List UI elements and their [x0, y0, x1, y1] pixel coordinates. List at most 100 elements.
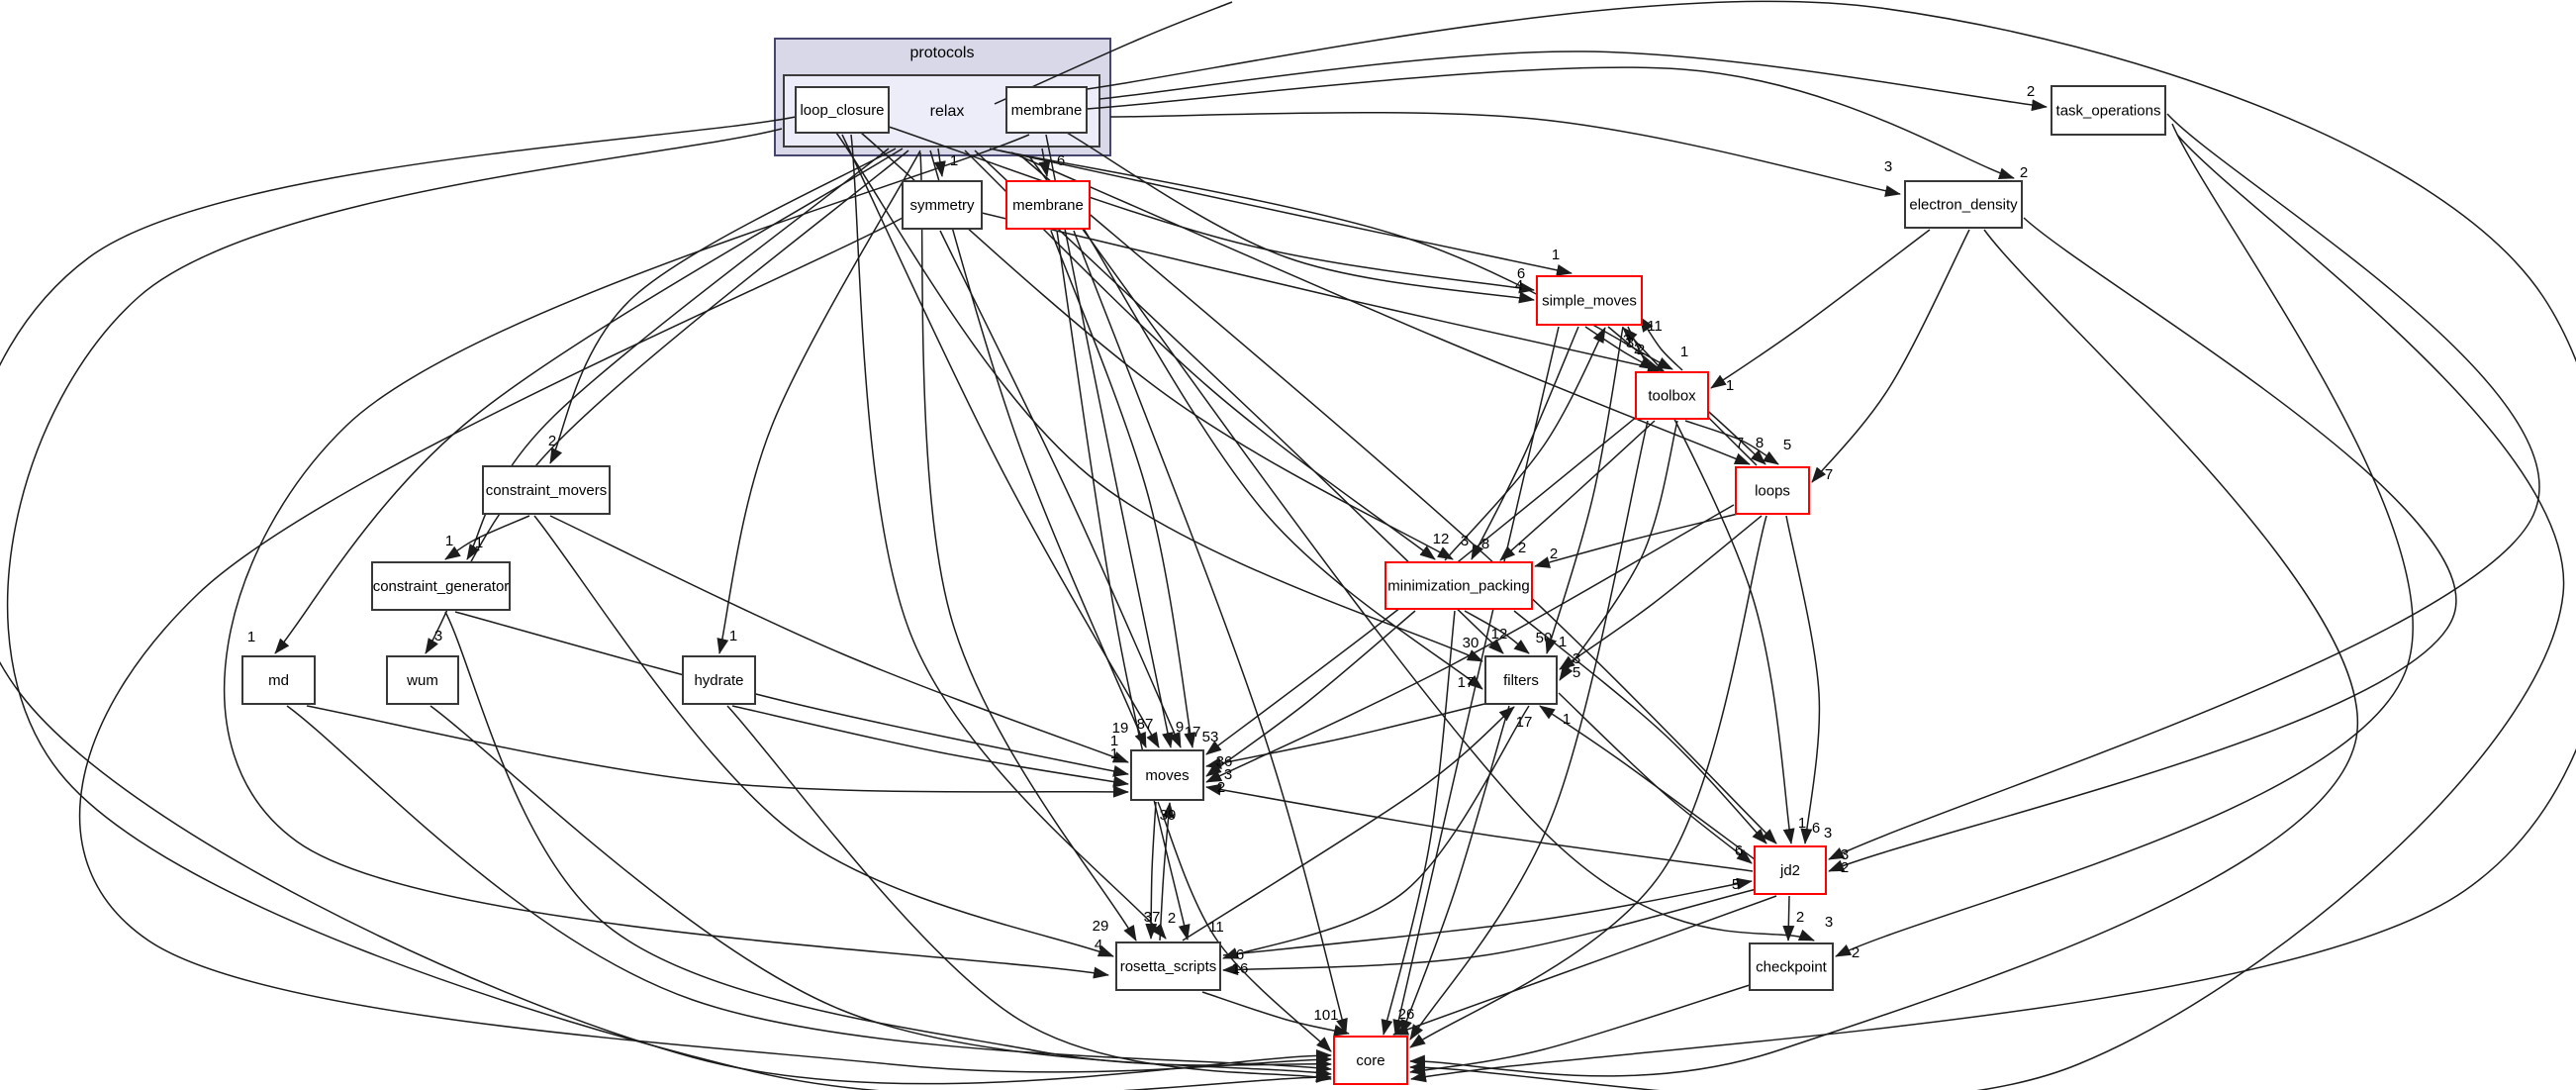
- node-hydrate-box[interactable]: [682, 655, 756, 705]
- node-membrane-box[interactable]: [1005, 180, 1091, 230]
- edge-label-12: 3: [1626, 335, 1634, 351]
- edge-84: [6, 128, 1332, 1090]
- edge-83: [0, 116, 1332, 1085]
- edge-5: [989, 148, 1573, 276]
- edge-30: [1083, 228, 1483, 690]
- edge-29: [835, 132, 1483, 662]
- edge-73: [444, 611, 1332, 1070]
- edge-74: [1392, 326, 1560, 1036]
- edge-label-32: 1: [1563, 711, 1571, 728]
- edge-label-58: 2: [1852, 944, 1860, 961]
- edge-label-61: 2: [1168, 910, 1176, 927]
- edge-68: [1157, 801, 1332, 1052]
- node-toolbox-label: toolbox: [1648, 388, 1696, 405]
- node-wum-label: wum: [406, 672, 438, 689]
- node-filters-box[interactable]: [1484, 655, 1558, 705]
- node-symmetry-box[interactable]: [902, 180, 983, 230]
- node-constraint_movers[interactable]: constraint_movers: [482, 465, 611, 515]
- edge-label-62: 11: [1208, 919, 1224, 936]
- edge-label-34: 87: [1137, 716, 1154, 733]
- edge-1: [1038, 148, 1051, 177]
- edge-70: [286, 705, 1332, 1074]
- node-rosetta_scripts-box[interactable]: [1115, 941, 1221, 991]
- node-core[interactable]: core: [1333, 1036, 1408, 1085]
- edge-58: [1835, 123, 2414, 957]
- edge-88: [549, 148, 897, 464]
- edge-4: [1086, 66, 2015, 180]
- node-jd2-label: jd2: [1779, 862, 1800, 879]
- edge-15: [1010, 151, 1751, 465]
- edge-label-16: 8: [1756, 435, 1764, 451]
- node-constraint_movers-box[interactable]: [482, 465, 611, 515]
- edge-56: [1782, 895, 1795, 941]
- edge-label-56: 2: [1796, 909, 1804, 926]
- edge-89: [444, 515, 530, 560]
- edge-2: [1098, 50, 2048, 112]
- edge-48: [1018, 153, 1777, 844]
- edge-71: [429, 705, 1332, 1079]
- edge-label-60: 37: [1144, 909, 1161, 926]
- node-toolbox[interactable]: toolbox: [1635, 371, 1709, 420]
- node-task_operations-box[interactable]: [2051, 85, 2166, 136]
- edge-75: [1400, 705, 1510, 1036]
- node-rosetta_scripts[interactable]: rosetta_scripts: [1115, 941, 1221, 991]
- current-dir-relax-label: relax: [930, 103, 965, 120]
- node-jd2-box[interactable]: [1754, 845, 1827, 895]
- edge-34: [841, 134, 1160, 748]
- node-loop_closure-box[interactable]: [795, 86, 890, 134]
- node-minimization_packing-box[interactable]: [1384, 561, 1533, 610]
- edge-77: [1409, 515, 1767, 1048]
- node-task_operations[interactable]: task_operations: [2051, 85, 2166, 136]
- edge-21: [1471, 326, 1579, 560]
- node-checkpoint[interactable]: checkpoint: [1749, 942, 1834, 991]
- edge-label-50: 3: [1824, 825, 1832, 842]
- edge-14: [1710, 229, 1931, 389]
- node-moves[interactable]: moves: [1130, 749, 1204, 801]
- node-checkpoint-box[interactable]: [1749, 942, 1834, 991]
- edge-label-52: 5: [1732, 876, 1740, 893]
- node-electron_density[interactable]: electron_density: [1904, 180, 2023, 229]
- node-loop_closure-label: loop_closure: [800, 102, 884, 119]
- node-filters[interactable]: filters: [1484, 655, 1558, 705]
- node-simple_moves-box[interactable]: [1536, 275, 1643, 326]
- edge-76: [1381, 610, 1456, 1036]
- node-loop_closure[interactable]: loop_closure: [795, 86, 890, 134]
- edge-31: [1182, 706, 1515, 941]
- node-wum[interactable]: wum: [386, 655, 459, 705]
- edge-7: [1066, 132, 1535, 304]
- edge-32: [1539, 705, 1756, 860]
- edge-label-87: 1: [729, 628, 737, 644]
- edge-17: [1684, 420, 1779, 465]
- node-moves-box[interactable]: [1130, 749, 1204, 801]
- node-membrane[interactable]: membrane: [1005, 180, 1091, 230]
- edge-85: [274, 148, 904, 654]
- node-constraint_generator-box[interactable]: [371, 561, 511, 611]
- node-wum-box[interactable]: [386, 655, 459, 705]
- node-simple_moves[interactable]: simple_moves: [1536, 275, 1643, 326]
- node-md-box[interactable]: [241, 655, 316, 705]
- edge-65: [1222, 888, 1758, 976]
- node-loops-box[interactable]: [1735, 466, 1810, 515]
- node-md[interactable]: md: [241, 655, 316, 705]
- edge-91: [224, 134, 1109, 979]
- node-minimization_packing[interactable]: minimization_packing: [1384, 561, 1533, 610]
- edge-82: [1073, 230, 1348, 1035]
- edge-51: [1558, 692, 1753, 864]
- node-symmetry[interactable]: symmetry: [902, 180, 983, 230]
- node-electron_density-box[interactable]: [1904, 180, 2023, 229]
- node-core-box[interactable]: [1333, 1036, 1408, 1085]
- node-constraint_generator[interactable]: constraint_generator: [371, 561, 511, 611]
- node-jd2[interactable]: jd2: [1754, 845, 1827, 895]
- edge-66: [1201, 991, 1350, 1037]
- node-hydrate[interactable]: hydrate: [682, 655, 756, 705]
- node-constraint_movers-label: constraint_movers: [486, 482, 608, 499]
- node-core-label: core: [1356, 1052, 1384, 1069]
- edge-label-39: 1: [1110, 745, 1118, 762]
- node-membrane_sub[interactable]: membrane: [1005, 86, 1088, 134]
- node-toolbox-box[interactable]: [1635, 371, 1709, 420]
- nodes: loop_closure membrane symmetry membrane task…: [241, 85, 2166, 1085]
- node-loops[interactable]: loops: [1735, 466, 1810, 515]
- node-membrane_sub-box[interactable]: [1005, 86, 1088, 134]
